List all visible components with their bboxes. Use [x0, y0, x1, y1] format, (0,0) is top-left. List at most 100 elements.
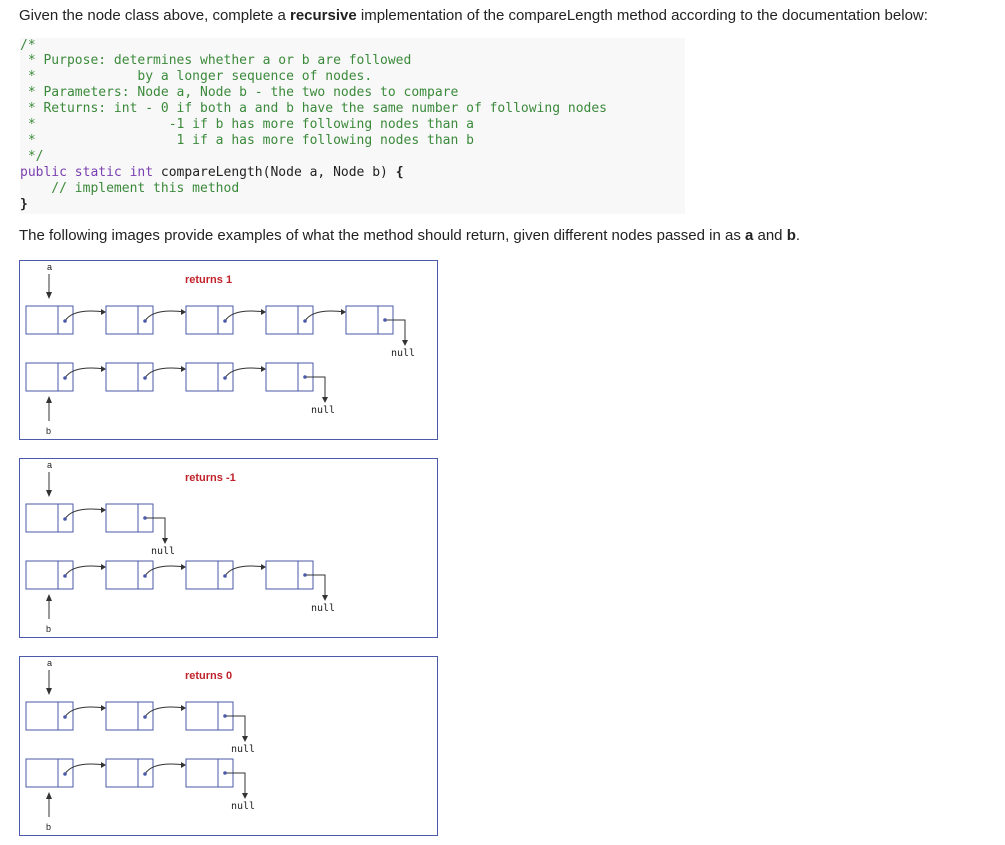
arrowhead: [101, 366, 106, 372]
recursive-emphasis: recursive: [290, 7, 357, 24]
null-label: null: [231, 744, 255, 755]
next-pointer-arrow: [224, 367, 266, 379]
pointer-dot: [63, 772, 67, 776]
list-a: null: [25, 305, 415, 359]
code-comment-line: * by a longer sequence of nodes.: [20, 69, 373, 84]
code-comment-line: * Returns: int - 0 if both a and b have …: [20, 101, 607, 116]
list-node: [105, 362, 154, 392]
arrowhead: [181, 564, 186, 570]
next-pointer-arrow: [144, 310, 186, 322]
result-label: returns -1: [185, 472, 236, 484]
list-node: [185, 560, 234, 590]
code-comment-line: * Purpose: determines whether a or b are…: [20, 53, 412, 68]
arrowhead: [261, 309, 266, 315]
pointer-dot: [143, 574, 147, 578]
linked-list-diagram: a returns 0 null null b: [25, 658, 255, 832]
arrowhead: [46, 396, 52, 403]
pointer-dot: [383, 318, 387, 322]
next-pointer-arrow: [64, 763, 106, 775]
next-pointer-arrow: [144, 763, 186, 775]
code-comment-line: * -1 if b has more following nodes than …: [20, 117, 474, 132]
null-pointer-arrow: [225, 772, 246, 795]
pointer-dot: [143, 376, 147, 380]
arrowhead: [402, 340, 408, 346]
result-label: returns 0: [185, 670, 232, 682]
code-comment-line: * Parameters: Node a, Node b - the two n…: [20, 85, 459, 100]
pointer-dot: [223, 714, 227, 718]
list-a: null: [25, 503, 175, 557]
instructions-text: Given the node class above, complete a r…: [19, 7, 928, 24]
arrowhead: [261, 366, 266, 372]
next-pointer-arrow: [304, 310, 346, 322]
pointer-dot: [143, 715, 147, 719]
next-pointer-arrow: [144, 565, 186, 577]
result-label: returns 1: [185, 274, 232, 286]
next-pointer-arrow: [64, 508, 106, 520]
arrowhead: [46, 792, 52, 799]
list-node: [265, 305, 314, 335]
method-body-comment: // implement this method: [20, 181, 240, 196]
pointer-dot: [223, 319, 227, 323]
next-pointer-arrow: [224, 310, 266, 322]
arrowhead: [162, 538, 168, 544]
arrowhead: [101, 309, 106, 315]
null-label: null: [391, 348, 415, 359]
pointer-dot: [223, 771, 227, 775]
code-block: /* * Purpose: determines whether a or b …: [20, 38, 685, 214]
pointer-dot: [63, 319, 67, 323]
null-pointer-arrow: [305, 574, 326, 597]
pointer-a-label: a: [47, 460, 52, 470]
list-b: null: [25, 560, 335, 614]
closing-brace: }: [20, 197, 28, 212]
arrowhead: [46, 292, 52, 299]
arrowhead: [101, 705, 106, 711]
null-pointer-arrow: [225, 715, 246, 738]
arrowhead: [101, 762, 106, 768]
next-pointer-arrow: [64, 367, 106, 379]
null-pointer-arrow: [385, 319, 406, 342]
arrowhead: [181, 762, 186, 768]
pointer-dot: [303, 375, 307, 379]
code-comment-line: /*: [20, 38, 36, 53]
pointer-dot: [63, 517, 67, 521]
next-pointer-arrow: [144, 706, 186, 718]
arrowhead: [261, 564, 266, 570]
code-comment-line: */: [20, 149, 44, 164]
pointer-dot: [303, 319, 307, 323]
list-b: null: [25, 758, 255, 812]
arrowhead: [242, 793, 248, 799]
arrowhead: [322, 397, 328, 403]
example-diagram-3: a returns 0 null null b: [19, 656, 438, 836]
null-label: null: [151, 546, 175, 557]
arrowhead: [46, 594, 52, 601]
next-pointer-arrow: [224, 565, 266, 577]
next-pointer-arrow: [64, 310, 106, 322]
pointer-dot: [303, 573, 307, 577]
arrowhead: [322, 595, 328, 601]
pointer-a-label: a: [47, 658, 52, 668]
list-b: null: [25, 362, 335, 416]
arrowhead: [101, 507, 106, 513]
arrowhead: [101, 564, 106, 570]
arrowhead: [46, 490, 52, 497]
arrowhead: [46, 688, 52, 695]
method-signature: public static int compareLength(Node a, …: [20, 165, 404, 180]
pointer-dot: [63, 574, 67, 578]
linked-list-diagram: a returns -1 null null b: [25, 460, 335, 634]
null-label: null: [311, 405, 335, 416]
next-pointer-arrow: [64, 565, 106, 577]
example-diagram-2: a returns -1 null null b: [19, 458, 438, 638]
null-label: null: [311, 603, 335, 614]
pointer-b-label: b: [46, 624, 51, 634]
null-pointer-arrow: [305, 376, 326, 399]
pointer-dot: [143, 516, 147, 520]
code-comment-line: * 1 if a has more following nodes than b: [20, 133, 474, 148]
pointer-a-label: a: [47, 262, 52, 272]
pointer-b-label: b: [46, 822, 51, 832]
pointer-dot: [143, 772, 147, 776]
pointer-dot: [223, 376, 227, 380]
arrowhead: [181, 705, 186, 711]
next-pointer-arrow: [64, 706, 106, 718]
